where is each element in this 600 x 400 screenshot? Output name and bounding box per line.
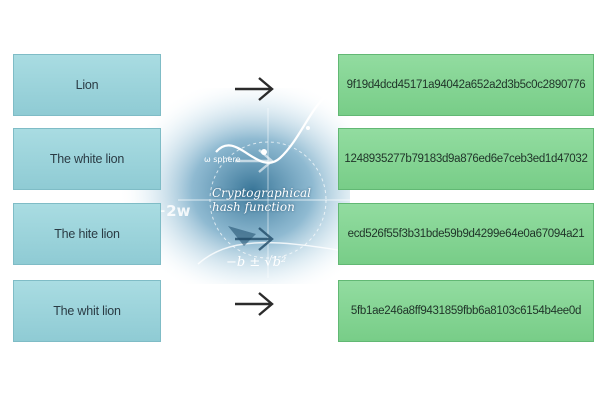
input-text: Lion (75, 78, 99, 92)
input-text-box: Lion (13, 54, 161, 116)
hash-output-box: 1248935277b79183d9a876ed6e7ceb3ed1d47032 (338, 128, 594, 190)
curve-line (197, 241, 350, 265)
center-arrow-shape (228, 226, 256, 246)
right-arrow-icon (233, 291, 275, 317)
right-arrow-icon (233, 226, 275, 252)
hash-function-label: Cryptographical hash function (212, 186, 324, 214)
input-text-box: The whit lion (13, 280, 161, 342)
hash-function-label-line: Cryptographical (212, 186, 311, 200)
hash-value: ecd526f55f3b31bde59b9d4299e64e0a67094a21 (347, 228, 585, 240)
hash-value: 5fb1ae246a8ff9431859fbb6a8103c6154b4ee0d (350, 305, 582, 317)
hash-value: 1248935277b79183d9a876ed6e7ceb3ed1d47032 (344, 153, 588, 165)
formula-bottom: −b ± √b² (226, 255, 286, 270)
curve-line (215, 92, 333, 164)
input-text-box: The white lion (13, 128, 161, 190)
input-text: The hite lion (54, 227, 120, 241)
input-text: The whit lion (53, 304, 121, 318)
hash-function-label-line: hash function (212, 200, 295, 214)
input-text: The white lion (49, 152, 125, 166)
right-arrow-icon (233, 76, 275, 102)
hash-output-box: 5fb1ae246a8ff9431859fbb6a8103c6154b4ee0d (338, 280, 594, 342)
sphere-label: ω sphere (204, 155, 241, 164)
hash-value: 9f19d4dcd45171a94042a652a2d3b5c0c2890776 (346, 79, 586, 91)
input-text-box: The hite lion (13, 203, 161, 265)
curve-point (306, 126, 310, 130)
right-arrow-icon (233, 148, 275, 174)
hash-output-box: 9f19d4dcd45171a94042a652a2d3b5c0c2890776 (338, 54, 594, 116)
hash-output-box: ecd526f55f3b31bde59b9d4299e64e0a67094a21 (338, 203, 594, 265)
